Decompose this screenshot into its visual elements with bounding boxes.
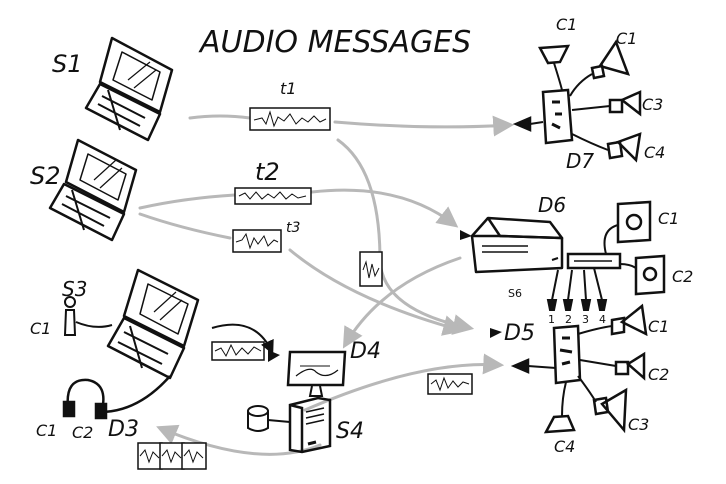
speaker-d5-c1-icon — [577, 303, 648, 337]
label-s3: S3 — [62, 277, 87, 301]
speaker-d5-c2-icon — [579, 351, 646, 381]
label-d3-c2: C2 — [72, 423, 93, 442]
label-d5: D5 — [504, 321, 535, 346]
label-d7-c3: C3 — [642, 95, 663, 114]
jack-label-3: 3 — [582, 313, 589, 326]
label-d3-c1: C1 — [36, 421, 57, 440]
label-d6: D6 — [538, 193, 566, 217]
arrow-t1-to-d7 — [333, 115, 515, 137]
label-d7: D7 — [566, 149, 594, 173]
laptop-s1-icon — [84, 36, 174, 142]
label-s1: S1 — [52, 50, 83, 78]
label-d3: D3 — [108, 417, 139, 442]
monitor-d4-icon — [286, 350, 347, 397]
d6-box-label: S6 — [508, 287, 522, 300]
label-d7-c1b: C1 — [616, 29, 637, 48]
device-d6-box — [470, 216, 564, 274]
label-t3: t3 — [286, 220, 300, 236]
label-d5-c3: C3 — [628, 415, 649, 434]
speaker-d7-c3-icon — [571, 90, 642, 117]
computer-s4-icon — [288, 396, 332, 454]
audio-jacks-icon — [546, 267, 608, 311]
label-d6-c2: C2 — [672, 267, 693, 286]
arrow-s2-to-t3 — [138, 212, 232, 240]
speaker-d6-c2-icon — [619, 254, 666, 296]
jack-label-2: 2 — [565, 313, 572, 326]
waveform-clip-t2 — [234, 187, 312, 205]
speaker-d6-c1-icon — [603, 200, 652, 255]
device-d7-box — [512, 88, 574, 145]
device-d6-strip — [566, 252, 622, 270]
laptop-s2-icon — [48, 138, 138, 242]
arrow-t1-to-d5 — [336, 138, 475, 335]
waveform-clip-floating — [359, 251, 383, 287]
speaker-d7-c1b-icon — [569, 39, 631, 97]
waveform-clip-s3 — [211, 341, 265, 361]
routing-arrows — [138, 114, 515, 456]
arrow-s2-to-t2 — [138, 193, 237, 210]
waveform-clip-to-d5 — [427, 373, 473, 395]
label-t1: t1 — [280, 79, 296, 98]
jack-label-1: 1 — [548, 313, 555, 326]
device-d5-box — [510, 324, 582, 385]
arrow-s4-to-d5 — [303, 353, 505, 412]
microphone-icon — [63, 296, 113, 336]
label-d6-c1: C1 — [658, 209, 679, 228]
speaker-d7-c4-icon — [571, 132, 642, 163]
label-d4: D4 — [350, 339, 381, 364]
speaker-d5-c3-icon — [577, 375, 628, 434]
waveform-clip-stack — [137, 442, 207, 470]
speaker-d5-c4-icon — [543, 381, 576, 434]
speaker-d7-c1a-icon — [537, 44, 571, 91]
drive-icon — [247, 405, 291, 432]
label-d5-c2: C2 — [648, 365, 669, 384]
label-d5-c4: C4 — [554, 437, 575, 456]
headphones-icon — [62, 375, 171, 420]
cable-s3-to-d4 — [211, 323, 274, 355]
jack-label-4: 4 — [599, 313, 606, 326]
label-d7-c1a: C1 — [556, 15, 577, 34]
arrow-s4-to-d3 — [156, 424, 322, 456]
arrow-d6-to-d4 — [342, 256, 462, 349]
arrow-t2-to-d6 — [310, 188, 459, 228]
label-t2: t2 — [255, 158, 280, 186]
label-s2: S2 — [30, 162, 61, 190]
label-s3-c1: C1 — [30, 319, 51, 338]
label-s4: S4 — [336, 419, 364, 444]
label-d7-c4: C4 — [644, 143, 665, 162]
diagram-title: AUDIO MESSAGES — [198, 25, 471, 60]
waveform-clip-t1 — [249, 107, 331, 131]
arrow-t3-to-d5 — [288, 248, 465, 336]
laptop-s3-icon — [106, 268, 200, 380]
input-arrowheads — [96, 230, 502, 416]
label-d5-c1: C1 — [648, 317, 669, 336]
arrow-s1-to-t1 — [188, 114, 252, 120]
waveform-clip-t3 — [232, 229, 282, 253]
